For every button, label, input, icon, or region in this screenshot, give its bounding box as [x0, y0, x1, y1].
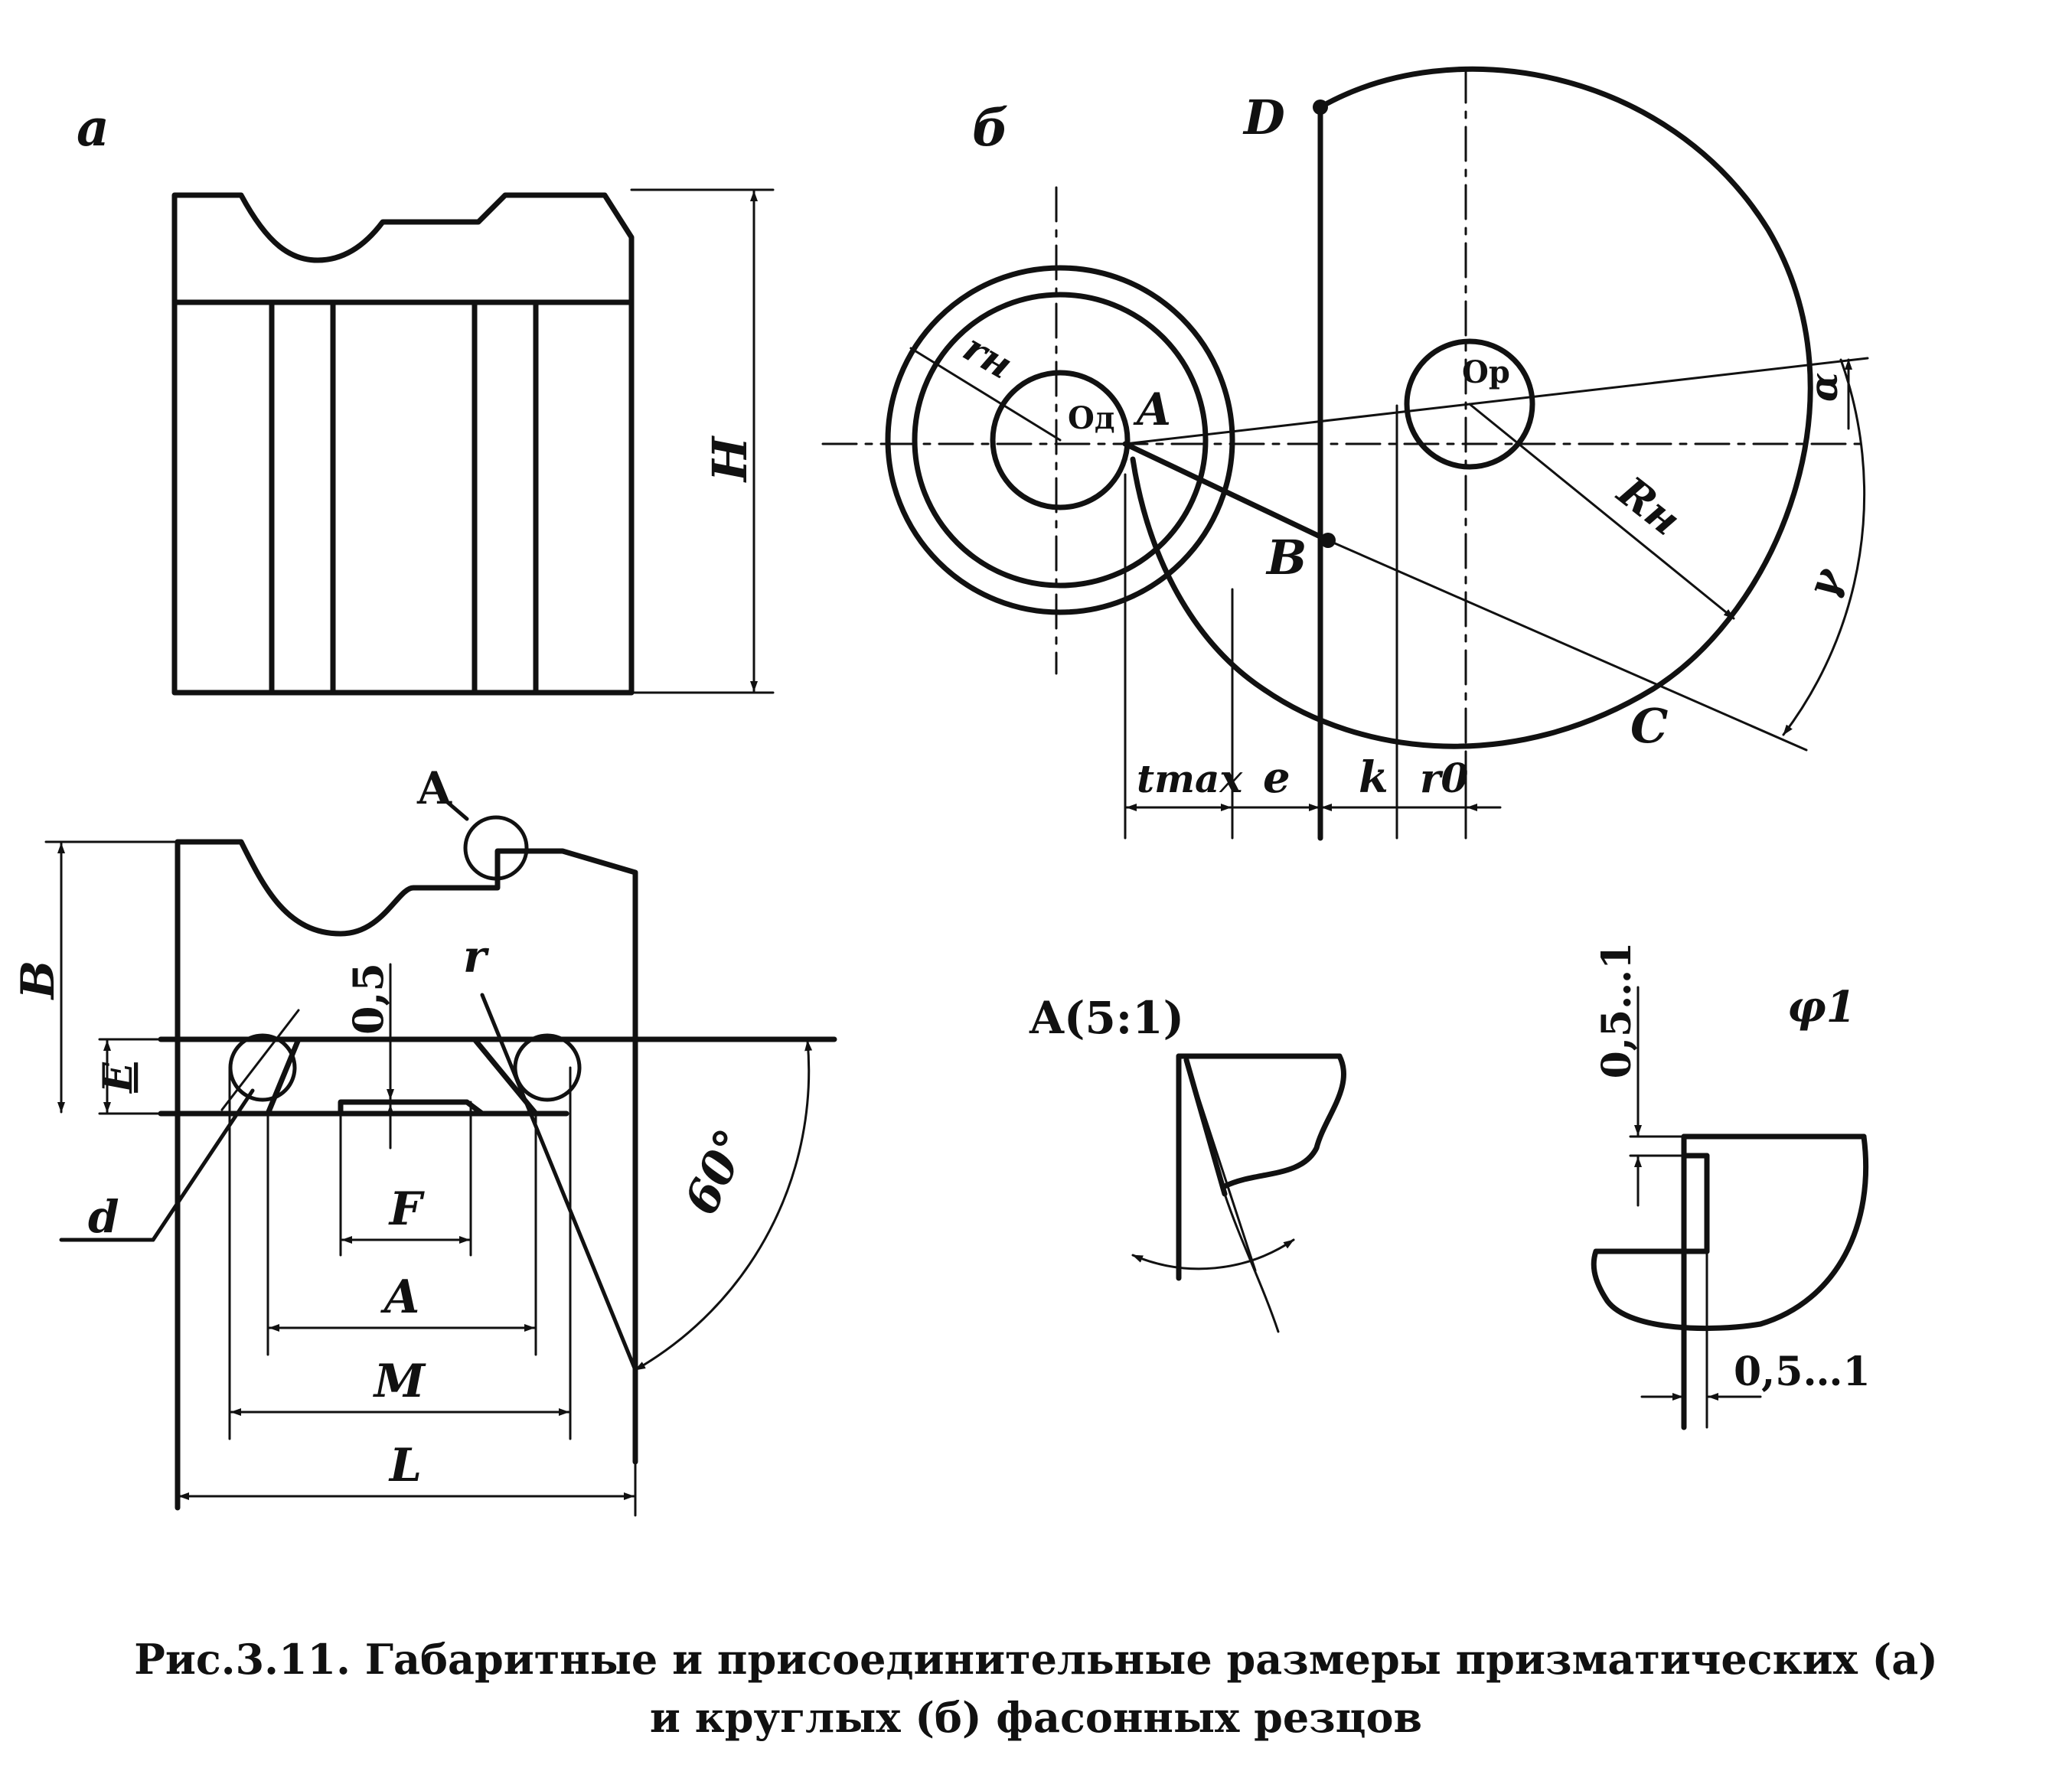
workpiece-middle-circle: [912, 292, 1209, 589]
radius-Rn-label: Rн: [1607, 466, 1689, 546]
dim-B-label: B: [11, 960, 65, 1001]
figure-caption: Рис.3.11. Габаритные и присоединительные…: [0, 1630, 2072, 1746]
dim-H-label: H: [702, 435, 758, 483]
range-horizontal-label: 0,5…1: [1734, 1349, 1871, 1395]
detail-A-view: A(5:1): [1029, 992, 1346, 1333]
range-vertical-label: 0,5…1: [1594, 942, 1640, 1079]
point-B-label: B: [1265, 530, 1307, 585]
caption-line-1: Рис.3.11. Габаритные и присоединительные…: [134, 1635, 1938, 1684]
dim-r-label: r: [463, 931, 490, 983]
point-C-label: C: [1630, 698, 1668, 754]
gauge-roller-right: [513, 1033, 582, 1102]
dim-L-label: L: [388, 1439, 422, 1492]
workpiece-inner-circle: [990, 370, 1131, 510]
dim-60-label: 60°: [674, 1121, 759, 1222]
detail-title: A(5:1): [1029, 992, 1184, 1044]
phi1-label: φ1: [1787, 982, 1856, 1032]
center-Od-label: Oд: [1068, 400, 1115, 436]
dim-d-label: d: [88, 1191, 119, 1243]
dim-F-label: F: [388, 1182, 426, 1236]
view-b-label: б: [972, 98, 1009, 158]
dim-e-label: e: [1263, 752, 1291, 803]
prismatic-cutter-front-view: а H: [77, 98, 775, 696]
point-A-label: A: [1133, 383, 1171, 435]
detail-ref-label: A: [416, 762, 452, 814]
angle-gamma-label: γ: [1796, 560, 1852, 605]
dim-tmax-label: tmax: [1137, 756, 1243, 801]
radius-rn-label: rн: [956, 325, 1020, 387]
caption-line-2: и круглых (б) фасонных резцов: [649, 1693, 1423, 1742]
dim-E-label: E: [95, 1062, 142, 1094]
view-a-label: а: [77, 98, 109, 158]
dim-k-label: k: [1359, 752, 1388, 803]
dim-M-label: M: [373, 1355, 426, 1408]
point-B-dot: [1320, 533, 1336, 548]
tool-hole-circle: [1404, 338, 1535, 470]
circular-cutter-view: б D A B C rн Oд Op Rн: [821, 66, 1869, 841]
workpiece-outer-circle: [885, 265, 1235, 615]
center-Op-label: Op: [1462, 354, 1510, 390]
point-D-label: D: [1242, 90, 1285, 145]
point-D-dot: [1313, 99, 1328, 115]
dim-r0-label: r0: [1420, 755, 1469, 802]
dim-half-mm-label: 0,5: [344, 963, 393, 1035]
prismatic-cutter-top-view: A d r B E 0,5 F A: [11, 762, 837, 1517]
detail-phi1-view: φ1 0,5…1 0,5…1: [1591, 942, 1871, 1430]
detail-circle-A: [463, 815, 529, 881]
dim-A-label: A: [380, 1270, 420, 1324]
angle-alpha-label: α: [1801, 373, 1846, 402]
